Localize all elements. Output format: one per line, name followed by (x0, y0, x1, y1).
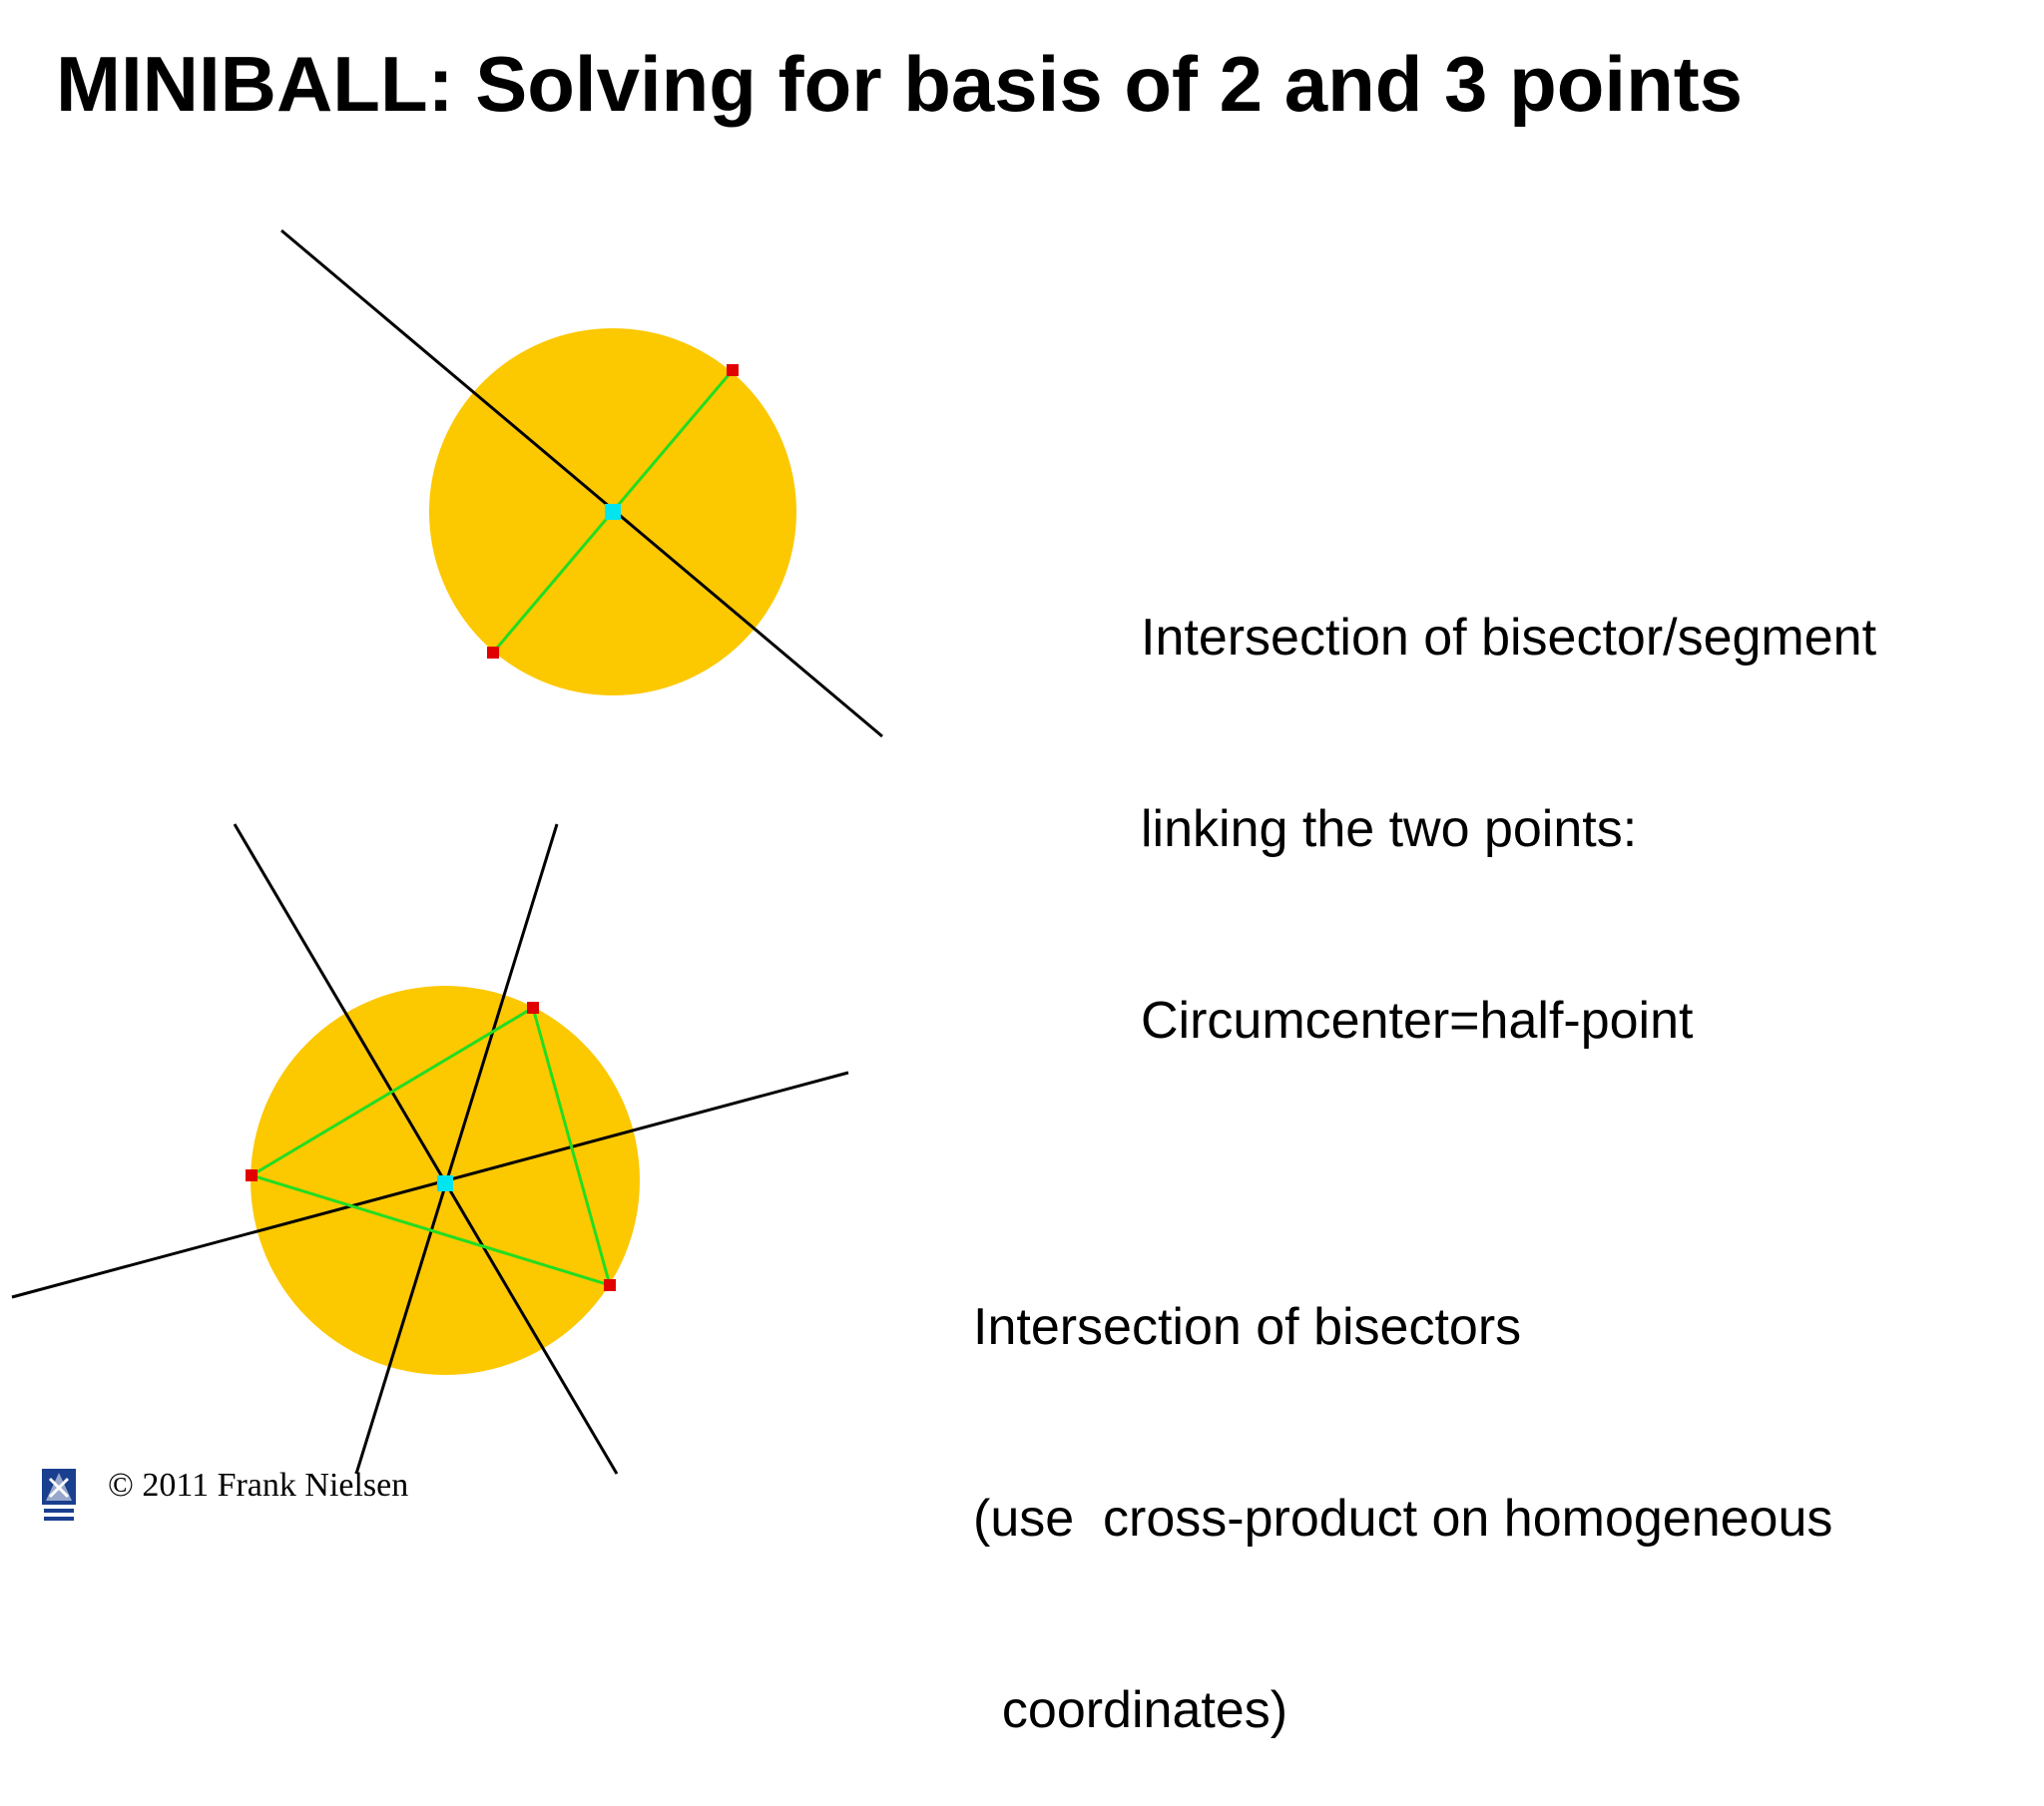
three-point-figure (11, 823, 849, 1475)
caption-line: (use cross-product on homogeneous (973, 1490, 1833, 1548)
basis-point (246, 1169, 257, 1181)
ecole-polytechnique-logo (42, 1469, 76, 1521)
basis-point (527, 1002, 539, 1014)
caption-line: Circumcenter=half-point (1141, 992, 1694, 1050)
two-point-figure (280, 228, 883, 738)
caption-two-points: Intersection of bisector/segment linking… (1141, 478, 1876, 1117)
bisector-line (280, 228, 883, 738)
bisector-line (11, 1071, 849, 1299)
copyright-notice: © 2011 Frank Nielsen (108, 1467, 409, 1504)
triangle-segments (248, 1005, 613, 1288)
basis-point (727, 364, 739, 376)
slide-title: MINIBALL: Solving for basis of 2 and 3 p… (56, 40, 1744, 128)
circumcenter-point (605, 504, 621, 520)
caption-three-points: Intersection of bisectors (use cross-pro… (973, 1167, 1832, 1806)
circumcenter-point (437, 1175, 453, 1191)
caption-line: coordinates) (973, 1681, 1288, 1739)
caption-line: Intersection of bisectors (973, 1298, 1522, 1356)
basis-point (487, 647, 499, 659)
basis-point (604, 1279, 616, 1291)
bisector-line (354, 823, 559, 1475)
bisector-line (233, 823, 619, 1475)
caption-line: linking the two points: (1141, 800, 1638, 858)
caption-line: Intersection of bisector/segment (1141, 609, 1877, 667)
diagram-canvas (11, 228, 883, 1475)
